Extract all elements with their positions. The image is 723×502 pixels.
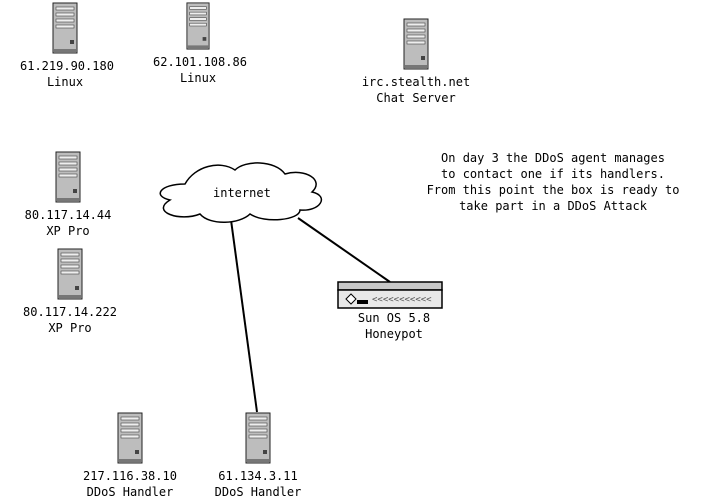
server-tower-icon bbox=[117, 412, 143, 464]
server-role-label: DDoS Handler bbox=[86, 485, 174, 499]
note-line: On day 3 the DDoS agent manages bbox=[441, 151, 665, 165]
server-tower-icon bbox=[57, 248, 83, 300]
link-internet-handler bbox=[230, 219, 258, 413]
server-role-label: Chat Server bbox=[376, 91, 456, 105]
server-node-xp-2: 80.117.14.222 XP Pro bbox=[18, 248, 122, 336]
server-node-handler-1: 217.116.38.10 DDoS Handler bbox=[74, 412, 186, 500]
svg-text:<<<<<<<<<<<: <<<<<<<<<<< bbox=[372, 295, 432, 305]
server-os-label: Linux bbox=[46, 75, 84, 89]
server-os-label: XP Pro bbox=[48, 321, 92, 335]
honeypot-device: <<<<<<<<<<< bbox=[337, 281, 443, 309]
note-line: to contact one if its handlers. bbox=[441, 167, 665, 181]
server-tower-icon bbox=[245, 412, 271, 464]
server-node-linux-1: 61.219.90.180 Linux bbox=[20, 2, 114, 90]
note-line: From this point the box is ready to bbox=[426, 183, 680, 197]
note-line: take part in a DDoS Attack bbox=[459, 199, 647, 213]
link-internet-honeypot bbox=[297, 217, 391, 283]
server-node-irc: irc.stealth.net Chat Server bbox=[358, 18, 474, 106]
server-role-label: DDoS Handler bbox=[214, 485, 302, 499]
server-ip-label: 80.117.14.222 bbox=[23, 305, 117, 319]
server-ip-label: 217.116.38.10 bbox=[83, 469, 177, 483]
server-ip-label: 62.101.108.86 bbox=[153, 55, 247, 69]
server-node-linux-2: 62.101.108.86 Linux bbox=[153, 2, 247, 86]
server-host-label: irc.stealth.net bbox=[361, 75, 471, 89]
server-tower-icon bbox=[55, 151, 81, 203]
honeypot-os-label: Sun OS 5.8 bbox=[357, 311, 431, 325]
server-tower-icon bbox=[403, 18, 429, 70]
server-os-label: Linux bbox=[179, 71, 217, 85]
honeypot-role-label: Honeypot bbox=[365, 327, 423, 341]
server-ip-label: 61.219.90.180 bbox=[20, 59, 114, 73]
server-node-xp-1: 80.117.14.44 XP Pro bbox=[18, 151, 118, 239]
server-ip-label: 61.134.3.11 bbox=[218, 469, 298, 483]
server-os-label: XP Pro bbox=[46, 224, 90, 238]
internet-cloud bbox=[159, 162, 323, 223]
honeypot-node: Sun OS 5.8 Honeypot bbox=[340, 310, 448, 342]
server-tower-icon bbox=[186, 2, 210, 50]
server-node-handler-2: 61.134.3.11 DDoS Handler bbox=[203, 412, 313, 500]
annotation-note: On day 3 the DDoS agent manages to conta… bbox=[398, 150, 708, 214]
server-ip-label: 80.117.14.44 bbox=[24, 208, 112, 222]
internet-label: internet bbox=[213, 186, 271, 200]
server-tower-icon bbox=[52, 2, 78, 54]
